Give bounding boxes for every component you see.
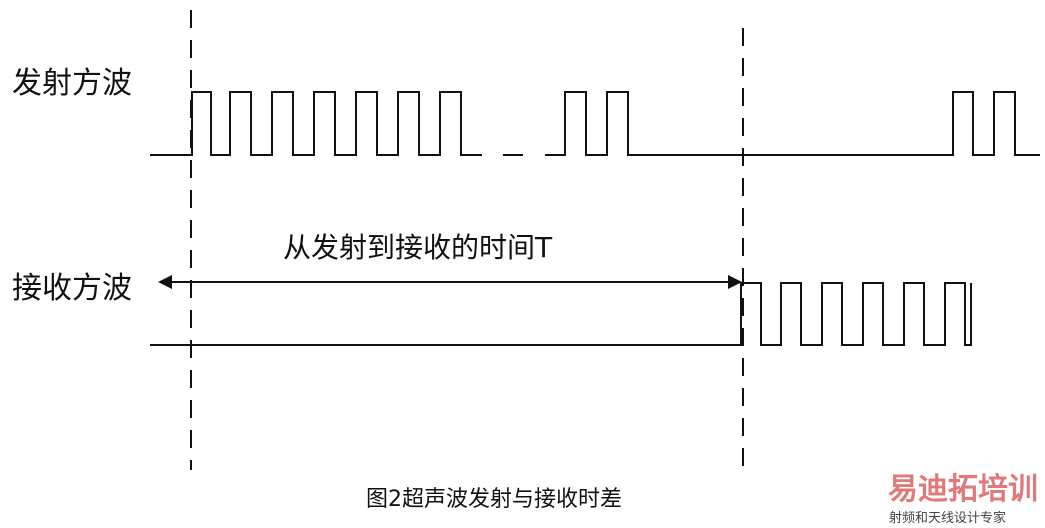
transmit-label: 发射方波 bbox=[12, 66, 132, 101]
transmit-waveform-continued bbox=[545, 91, 1040, 156]
receive-label: 接收方波 bbox=[12, 271, 132, 306]
transmit-waveform bbox=[150, 91, 482, 156]
receive-waveform bbox=[150, 282, 972, 346]
interval-label: 从发射到接收的时间T bbox=[283, 231, 553, 264]
watermark-tagline: 射频和天线设计专家 bbox=[889, 510, 1006, 526]
watermark-brand: 易迪拓培训 bbox=[888, 472, 1038, 507]
figure-caption: 图2超声波发射与接收时差 bbox=[366, 487, 622, 512]
